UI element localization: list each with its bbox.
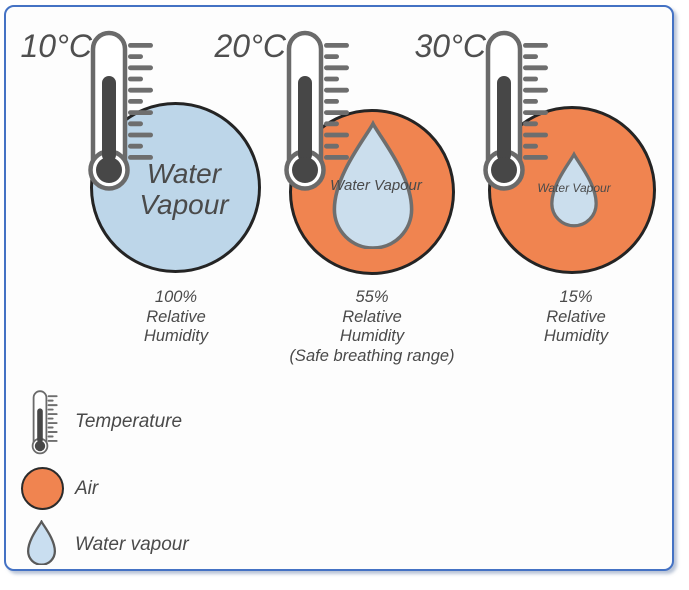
water-vapour-text-10c: Water Vapour xyxy=(139,158,229,220)
thermometer-icon xyxy=(79,30,159,195)
legend-water-vapour-label: Water vapour xyxy=(75,534,189,555)
humidity-note: (Safe breathing range) xyxy=(289,346,455,365)
water-vapour-text-20c: Water Vapour xyxy=(330,177,422,194)
thermometer-icon xyxy=(474,30,554,195)
temperature-label-10c: 10°C xyxy=(20,28,93,64)
temperature-label-30c: 30°C xyxy=(414,28,487,64)
legend-air-circle-icon xyxy=(21,467,64,510)
humidity-value: 100% xyxy=(154,288,198,306)
humidity-caption-30c: 15% Relative Humidity xyxy=(476,288,676,347)
legend-water-droplet-icon xyxy=(26,520,57,565)
humidity-caption-10c: 100% Relative Humidity xyxy=(76,288,276,347)
legend-temperature-label: Temperature xyxy=(75,411,183,432)
humidity-value: 15% xyxy=(559,288,593,306)
legend-air-label: Air xyxy=(75,478,99,499)
humidity-label: Relative Humidity xyxy=(543,307,609,346)
water-vapour-text-30c: Water Vapour xyxy=(537,181,611,195)
temperature-label-20c: 20°C xyxy=(214,28,287,64)
humidity-label: Relative Humidity xyxy=(339,307,405,346)
humidity-value: 55% xyxy=(355,288,389,306)
humidity-caption-20c: 55% Relative Humidity (Safe breathing ra… xyxy=(252,288,492,366)
humidity-label: Relative Humidity xyxy=(143,307,209,346)
legend-thermometer-icon xyxy=(31,390,59,455)
thermometer-icon xyxy=(275,30,355,195)
